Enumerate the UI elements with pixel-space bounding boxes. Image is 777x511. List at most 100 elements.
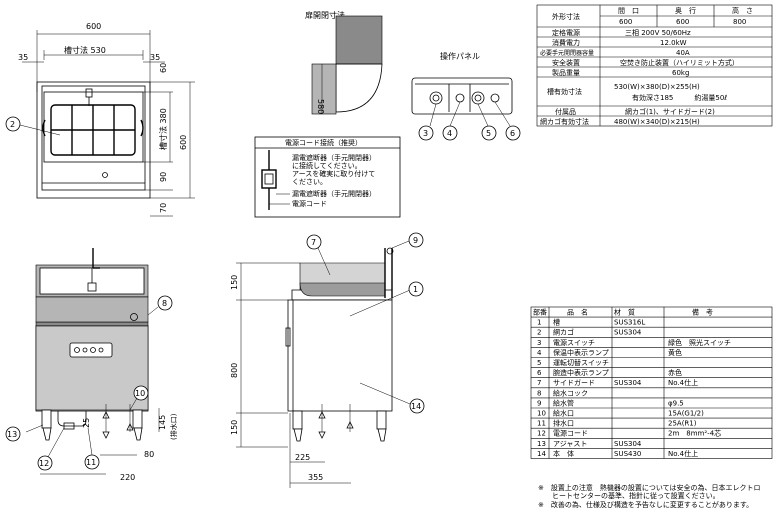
cord-label-cord: 電源コード: [292, 199, 327, 208]
parts-cell: SUS430: [614, 450, 641, 458]
spec-val-1: 600: [619, 18, 632, 26]
dim-drain-note: (排水口): [169, 413, 178, 440]
dim-depth: 600: [179, 135, 188, 150]
parts-cell: 11: [537, 420, 546, 428]
parts-cell: 保温中表示ランプ: [553, 348, 609, 357]
spec-row-label: 付属品: [555, 107, 576, 116]
cord-text-4: ください。: [292, 178, 327, 186]
parts-cell: 電源コード: [553, 429, 588, 438]
spec-outer-label: 外形寸法: [552, 12, 580, 21]
dim-front-220: 220: [120, 473, 135, 482]
dim-bottom-90: 90: [159, 172, 168, 182]
parts-cell: φ9.5: [668, 399, 684, 407]
parts-cell: 1: [537, 319, 541, 327]
dim-side-150: 150: [230, 275, 239, 290]
spec-row-value: 網カゴ(1)、サイドガード(2): [625, 107, 715, 116]
operation-panel: 操作パネル 3 4 5 6: [411, 51, 521, 141]
callout-8: 8: [162, 299, 167, 308]
spec-row-label: 槽有効寸法: [547, 87, 582, 96]
dim-bottom-70: 70: [159, 203, 168, 213]
spec-col-3: 高 さ: [732, 6, 753, 15]
parts-header: 部番: [533, 308, 547, 317]
note-3: ※ 改善の為、仕様及び構造を予告なしに変更することがあります。: [538, 500, 753, 509]
parts-cell: 赤色: [668, 368, 682, 377]
parts-cell: 黄色: [668, 348, 682, 357]
spec-row-label: 定格電源: [552, 28, 580, 37]
callout-3: 3: [423, 129, 428, 138]
callout-1: 1: [413, 285, 418, 294]
spec-row-label: 安全装置: [552, 58, 580, 67]
side-view: 150 800 150 225 355 7: [230, 232, 425, 488]
dim-tank-width: 槽寸法 530: [64, 45, 106, 55]
callout-14: 14: [411, 402, 421, 411]
dim-side-150b: 150: [230, 420, 239, 435]
front-view: 80 220 25 145 (排水口) 8 10 13 12 11: [5, 248, 178, 482]
parts-cell: 6: [537, 369, 542, 377]
parts-cell: 5: [537, 359, 541, 367]
parts-header: 品 名: [567, 308, 588, 317]
spec-val-3: 800: [733, 18, 746, 26]
parts-cell: 8: [537, 389, 541, 397]
spec-row-label: 網カゴ有効寸法: [540, 117, 589, 126]
panel-title: 操作パネル: [440, 51, 480, 61]
spec-row-label: 製品重量: [552, 68, 580, 77]
note-1: ※ 設置上の注意 熱機器の設置については安全の為、日本エレクトロ: [538, 483, 761, 492]
callout-7: 7: [311, 238, 316, 247]
cord-title: 電源コード接続（推奨）: [285, 138, 362, 147]
parts-cell: 15A(G1/2): [668, 410, 704, 418]
parts-cell: 運転切替スイッチ: [553, 358, 609, 367]
parts-cell: 14: [537, 450, 546, 458]
parts-cell: 緑色 照光スイッチ: [668, 338, 731, 347]
spec-row-value: 60kg: [672, 69, 689, 77]
spec-row-label: 消費電力: [552, 38, 580, 47]
parts-cell: 10: [537, 410, 546, 418]
dim-front-80: 80: [144, 450, 154, 459]
callout-12: 12: [39, 459, 49, 468]
cord-text-2: に接続してください。: [292, 161, 362, 170]
spec-row-label: 必要手元開閉器容量: [540, 49, 594, 57]
callout-5: 5: [486, 129, 491, 138]
spec-row-value: 有効深さ185 約湯量50ℓ: [632, 93, 727, 102]
parts-cell: 9: [537, 399, 541, 407]
door-label: 扉開閉寸法: [305, 10, 345, 20]
parts-cell: 12: [537, 430, 546, 438]
cord-label-breaker: 漏電遮断器（手元開閉器）: [292, 189, 376, 198]
parts-cell: 2: [537, 329, 541, 337]
spec-row-value: 480(W)×340(D)×215(H): [614, 118, 700, 126]
spec-col-2: 奥 行: [675, 6, 696, 15]
parts-cell: 7: [537, 379, 541, 387]
parts-cell: 電源スイッチ: [553, 338, 595, 347]
spec-val-2: 600: [676, 18, 689, 26]
parts-cell: 槽: [553, 318, 560, 327]
parts-cell: 本 体: [553, 449, 574, 458]
parts-cell: 4: [537, 349, 542, 357]
top-view: 600 槽寸法 530 35 35 600 槽寸法 38: [5, 22, 195, 217]
dim-door-580: 580: [316, 99, 325, 114]
parts-cell: 給水口: [553, 409, 574, 418]
parts-header: 材 質: [614, 308, 635, 317]
parts-header: 備 考: [692, 308, 713, 317]
parts-cell: 25A(R1): [668, 420, 697, 428]
callout-11: 11: [86, 458, 96, 467]
callout-6: 6: [510, 129, 515, 138]
parts-cell: 排水口: [553, 419, 574, 428]
callout-13: 13: [7, 430, 17, 439]
callout-10: 10: [135, 389, 145, 398]
dim-front-25: 25: [82, 418, 91, 428]
parts-cell: 13: [537, 440, 546, 448]
parts-cell: 3: [537, 339, 541, 347]
parts-cell: 網カゴ: [553, 328, 574, 337]
spec-table: 外形寸法 間 口 奥 行 高 さ 600 600 800 定格電源 三相 200…: [536, 4, 773, 127]
dim-top-60: 60: [159, 63, 168, 73]
dim-top-width: 600: [86, 22, 101, 31]
spec-row-value: 530(W)×380(D)×255(H): [614, 83, 700, 91]
cord-box: 電源コード接続（推奨） 漏電遮断器（手元開閉器） に接続してください。 アースを…: [254, 136, 401, 218]
cord-text-1: 漏電遮断器（手元開閉器）: [292, 153, 376, 162]
callout-4: 4: [447, 129, 452, 138]
parts-cell: 給水管: [553, 398, 574, 407]
dim-tank-depth: 槽寸法 380: [158, 108, 168, 150]
dim-front-145: 145: [158, 415, 167, 430]
dim-side-800: 800: [230, 363, 239, 378]
